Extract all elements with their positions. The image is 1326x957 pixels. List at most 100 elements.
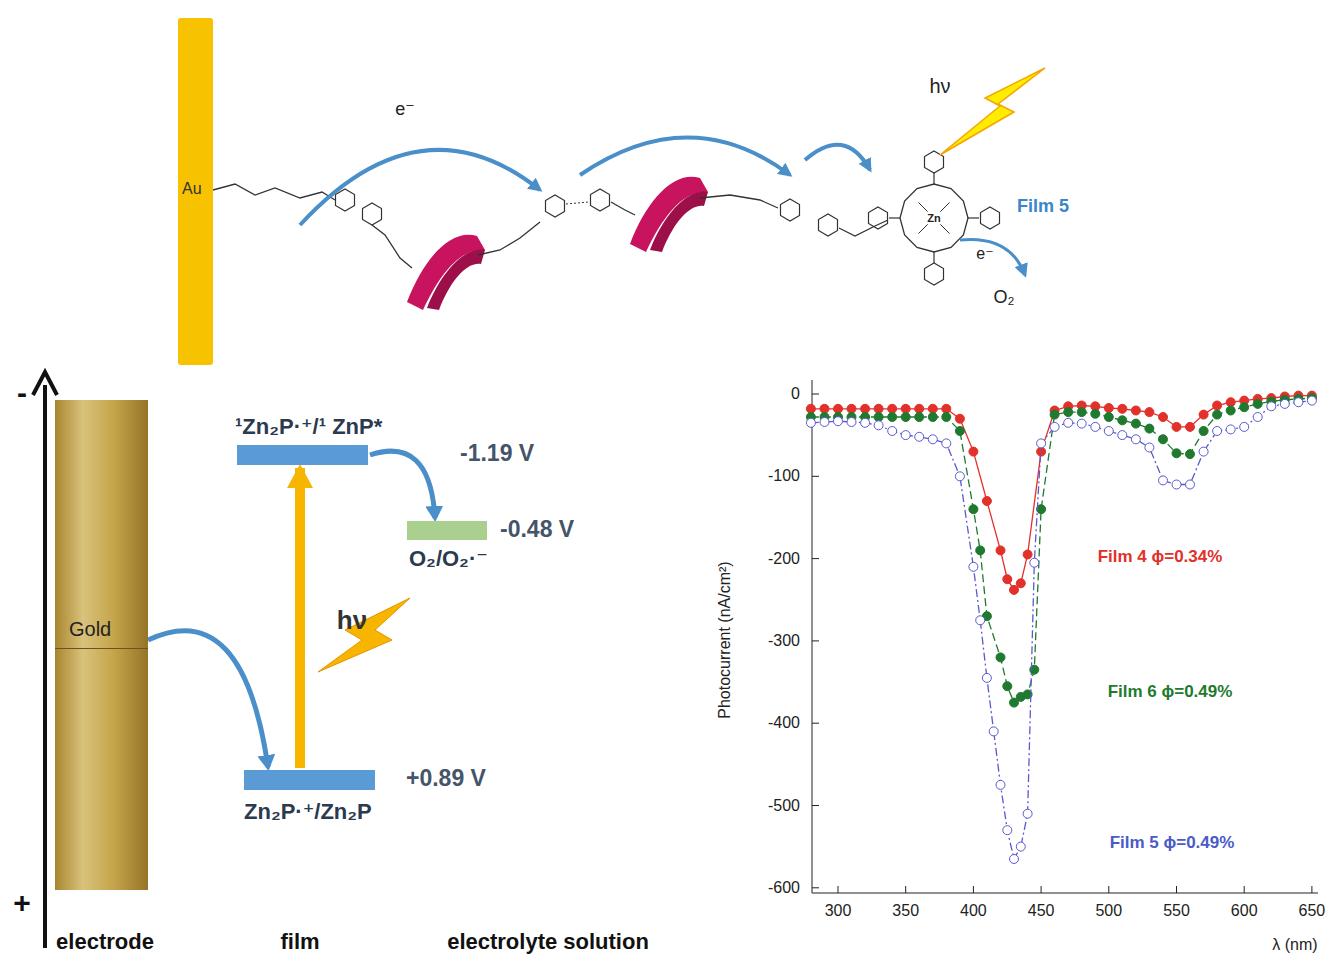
data-point xyxy=(1172,449,1181,458)
data-point xyxy=(1307,396,1316,405)
data-point xyxy=(901,413,910,422)
drawing-stroke xyxy=(933,252,934,263)
data-point xyxy=(942,413,951,422)
text-label: 450 xyxy=(1028,902,1055,920)
data-point xyxy=(1226,406,1235,415)
data-point xyxy=(1240,403,1249,412)
data-point xyxy=(1104,404,1113,413)
node-label: -1.19 V xyxy=(460,441,534,466)
drawing-stroke xyxy=(566,202,589,204)
tick xyxy=(1041,886,1042,893)
node-label: ¹Zn₂P·⁺/¹ ZnP* xyxy=(235,415,382,439)
data-point xyxy=(996,653,1005,662)
data-point xyxy=(1104,427,1113,436)
data-point xyxy=(976,546,985,555)
text-label: 300 xyxy=(825,902,852,920)
gold-electrode-bar: Au xyxy=(178,18,213,365)
drawing-stroke xyxy=(700,195,778,208)
data-point xyxy=(834,404,843,413)
node-label: Gold xyxy=(69,618,111,640)
ring xyxy=(781,199,800,221)
tick xyxy=(812,558,819,559)
electron-arrow xyxy=(805,145,870,170)
data-point xyxy=(955,414,964,423)
text-label: Film 5 ϕ=0.49% xyxy=(1110,834,1235,853)
node-label: Au xyxy=(182,180,202,198)
tick xyxy=(812,476,819,477)
data-point xyxy=(928,435,937,444)
data-point xyxy=(1159,435,1168,444)
data-point xyxy=(1104,413,1113,422)
data-point xyxy=(1131,406,1140,415)
text-label: electrolyte solution xyxy=(447,930,649,954)
data-point xyxy=(1077,419,1086,428)
data-point xyxy=(820,404,829,413)
drawing-stroke xyxy=(213,184,335,200)
transfer-arrow xyxy=(295,468,305,768)
tick xyxy=(973,886,974,893)
data-point xyxy=(1010,855,1019,864)
tick xyxy=(1311,886,1312,893)
photocurrent-chart xyxy=(806,380,1318,893)
node-label: Zn₂P·⁺/Zn₂P xyxy=(244,800,372,824)
data-point xyxy=(1118,404,1127,413)
drawing-stroke xyxy=(933,173,934,184)
light-bolt xyxy=(940,68,1045,155)
light-bolt xyxy=(318,598,410,672)
data-point xyxy=(915,432,924,441)
data-point xyxy=(928,404,937,413)
data-point xyxy=(1118,416,1127,425)
tick xyxy=(1108,886,1109,893)
ring xyxy=(925,263,944,285)
drawing-stroke xyxy=(940,202,949,211)
data-point xyxy=(1267,402,1276,411)
data-point xyxy=(1077,408,1086,417)
data-point xyxy=(1213,427,1222,436)
tick xyxy=(838,886,839,893)
text-label: hν xyxy=(337,606,367,635)
data-point xyxy=(847,404,856,413)
text-label: Zn xyxy=(927,212,940,224)
data-point xyxy=(1131,435,1140,444)
electrode-divider xyxy=(55,648,148,649)
peptide-helix xyxy=(650,192,708,252)
excited-state-level: ¹Zn₂P·⁺/¹ ZnP*-1.19 V xyxy=(237,445,368,465)
data-point xyxy=(1186,422,1195,431)
data-point xyxy=(1091,422,1100,431)
drawing-stroke xyxy=(611,202,635,215)
data-point xyxy=(1159,413,1168,422)
data-point xyxy=(1226,398,1235,407)
text-label: 600 xyxy=(1231,902,1258,920)
data-point xyxy=(976,616,985,625)
data-point xyxy=(989,727,998,736)
data-point xyxy=(901,431,910,440)
tick xyxy=(812,887,819,888)
data-point xyxy=(1003,682,1012,691)
data-point xyxy=(1280,399,1289,408)
tick xyxy=(1244,886,1245,893)
data-point xyxy=(834,417,843,426)
text-label: Photocurrent (nA/cm²) xyxy=(716,561,734,718)
data-point xyxy=(1145,424,1154,433)
data-point xyxy=(942,404,951,413)
transfer-arrow xyxy=(370,451,435,518)
data-point xyxy=(915,413,924,422)
text-label: Film 5 xyxy=(1017,197,1069,217)
tick xyxy=(812,640,819,641)
data-point xyxy=(820,418,829,427)
data-point xyxy=(969,447,978,456)
data-point xyxy=(1003,575,1012,584)
ring xyxy=(819,214,838,236)
data-point xyxy=(1016,842,1025,851)
peptide-helix xyxy=(427,250,485,310)
data-point xyxy=(1199,447,1208,456)
data-point xyxy=(1240,422,1249,431)
ring xyxy=(363,203,382,225)
drawing-stroke xyxy=(940,224,949,233)
drawing-stroke xyxy=(968,217,979,218)
tick xyxy=(905,886,906,893)
data-point xyxy=(955,472,964,481)
text-label: electrode xyxy=(56,930,154,954)
drawing-stroke xyxy=(478,222,540,255)
tick xyxy=(812,723,819,724)
